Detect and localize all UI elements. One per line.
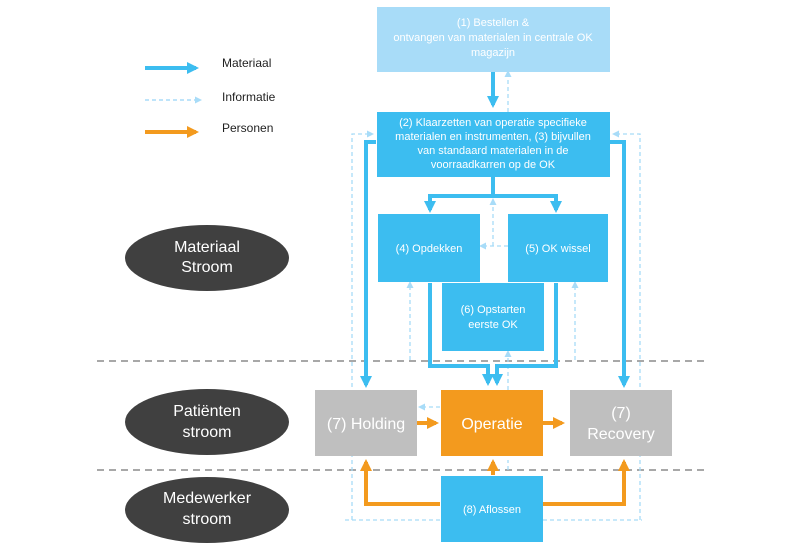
box-startup-line-1: (6) Opstarten [461,304,526,316]
person-flows [360,417,630,506]
box-recovery-line-1: (7) [611,405,631,422]
box-relieve-label: (8) Aflossen [463,504,521,516]
box-prepare-refill: (2) Klaarzetten van operatie specifieke … [377,112,610,177]
material-flows [360,72,630,388]
box-relieve: (8) Aflossen [441,476,543,542]
stream-employees: Medewerker stroom [125,477,289,543]
stream-patients: Patiënten stroom [125,389,289,455]
box-cover-label: (4) Opdekken [396,243,463,255]
box-operation: Operatie [441,390,543,456]
box-order-line-2: ontvangen van materialen in centrale OK [393,32,593,44]
box-startup-first-or: (6) Opstarten eerste OK [442,283,544,351]
stream-employees-line-1: Medewerker [163,490,252,507]
box-cover: (4) Opdekken [378,214,480,282]
stream-material-line-1: Materiaal [174,239,240,256]
stream-employees-line-2: stroom [183,511,232,528]
box-order-receive: (1) Bestellen & ontvangen van materialen… [377,7,610,72]
legend: Materiaal Informatie Personen [145,56,276,138]
stream-patients-line-2: stroom [183,424,232,441]
box-startup-line-2: eerste OK [468,319,518,331]
box-prepare-line-1: (2) Klaarzetten van operatie specifieke [399,117,587,129]
box-or-change-label: (5) OK wissel [525,243,590,255]
legend-information-label: Informatie [222,90,276,104]
box-recovery: (7) Recovery [570,390,672,456]
box-order-line-1: (1) Bestellen & [457,17,530,29]
box-prepare-line-2: materialen en instrumenten, (3) bijvulle… [395,131,591,143]
box-order-line-3: magazijn [471,47,515,59]
box-holding-label: (7) Holding [327,416,405,433]
box-prepare-line-4: voorraadkarren op de OK [431,159,556,171]
box-operation-label: Operatie [461,416,522,433]
stream-material: Materiaal Stroom [125,225,289,291]
legend-material-label: Materiaal [222,56,271,70]
box-recovery-line-2: Recovery [587,426,655,443]
legend-persons-label: Personen [222,121,273,135]
box-holding: (7) Holding [315,390,417,456]
box-prepare-line-3: van standaard materialen in de [417,145,568,157]
stream-patients-line-1: Patiënten [173,403,241,420]
stream-material-line-2: Stroom [181,259,233,276]
box-or-change: (5) OK wissel [508,214,608,282]
